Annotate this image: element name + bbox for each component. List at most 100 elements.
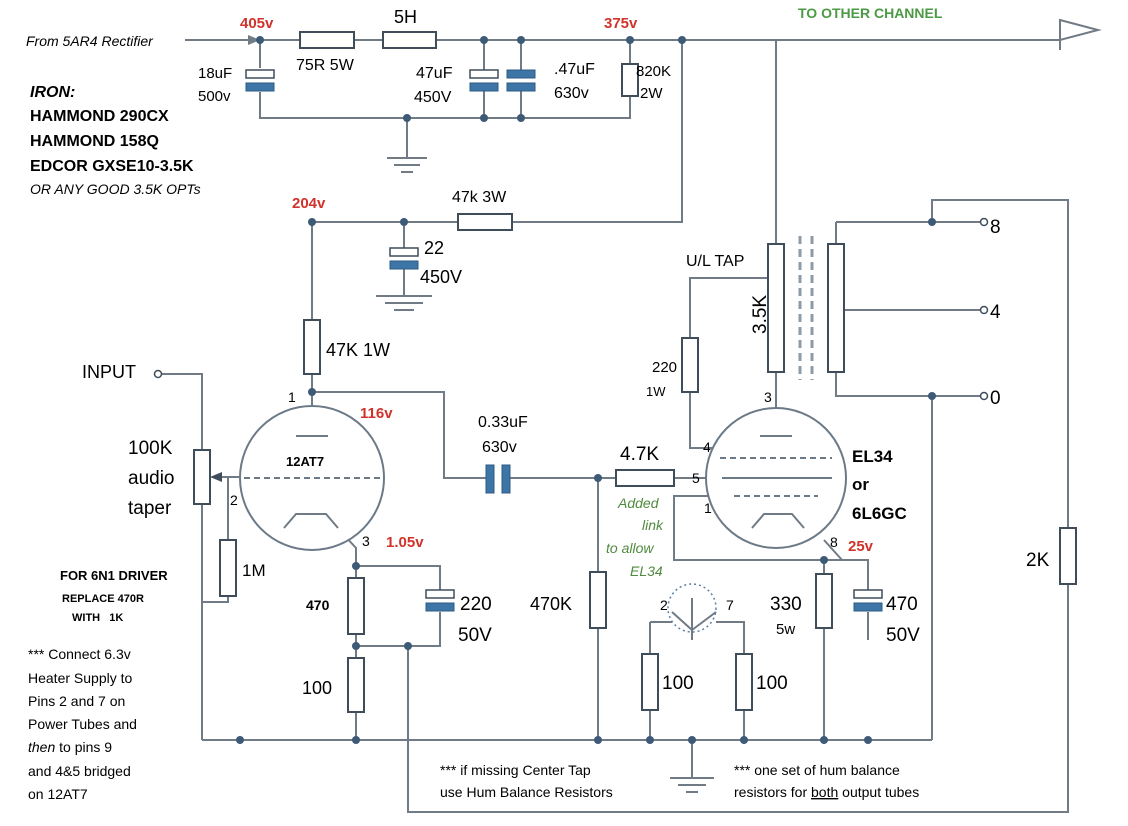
r47k-1w-label: 47K 1W	[326, 340, 390, 360]
resistor-100-cath	[347, 657, 365, 713]
voltage-1v05-label: 1.05v	[386, 534, 424, 551]
c18-value: 18uF	[198, 65, 232, 82]
r75-label: 75R 5W	[296, 57, 355, 74]
c220-voltage: 50V	[458, 625, 492, 646]
pot-100k	[193, 449, 211, 505]
voltage-116-label: 116v	[360, 405, 393, 422]
c47-voltage: 450V	[414, 89, 452, 106]
heater-note-line: on 12AT7	[28, 786, 88, 802]
hum-note-line: *** if missing Center Tap	[440, 762, 591, 778]
resistor-820k	[621, 63, 639, 97]
hum-r1-label: 100	[662, 673, 694, 694]
ground-icon	[376, 157, 714, 793]
set-note-line: resistors for both output tubes	[734, 784, 919, 800]
coupling-cap-voltage: 630v	[482, 439, 517, 456]
hum-note-line: use Hum Balance Resistors	[440, 784, 613, 800]
r330-value: 330	[770, 594, 802, 615]
input-label: INPUT	[82, 362, 136, 382]
pin-label: 4	[703, 439, 711, 455]
pot-label-2: audio	[128, 468, 175, 489]
c47-value: 47uF	[416, 65, 453, 82]
voltage-25-label: 25v	[848, 538, 874, 555]
resistor-75r	[299, 31, 355, 49]
note-6n1-line: WITH 1K	[72, 612, 123, 624]
set-note-line: *** one set of hum balance	[734, 762, 900, 778]
link-note-line: to allow	[606, 540, 654, 556]
opt-impedance-label: 3.5K	[750, 295, 771, 334]
r100-cath-label: 100	[302, 678, 332, 698]
resistor-1m	[219, 539, 237, 597]
voltage-204-label: 204v	[292, 195, 326, 212]
choke-label: 5H	[394, 7, 417, 27]
other-channel-label: TO OTHER CHANNEL	[798, 5, 943, 21]
pin-label: 3	[362, 533, 370, 549]
pin-label: 3	[764, 389, 772, 405]
rectifier-source-label: From 5AR4 Rectifier	[26, 33, 154, 49]
tube-or-label: or	[852, 475, 869, 494]
junctions	[236, 36, 936, 744]
pin-label: 8	[830, 534, 838, 550]
tap-4-label: 4	[990, 302, 1001, 323]
r470k-label: 470K	[530, 594, 572, 614]
r330-watt: 5w	[776, 621, 795, 638]
tap-0-label: 0	[990, 388, 1001, 409]
heater-note-line: *** Connect 6.3v	[28, 646, 131, 662]
ul-tap-label: U/L TAP	[686, 253, 744, 270]
iron-note: OR ANY GOOD 3.5K OPTs	[30, 181, 201, 197]
c470-value: 470	[886, 594, 918, 615]
note-6n1-line: FOR 6N1 DRIVER	[60, 568, 168, 583]
heater-note-line: Pins 2 and 7 on	[28, 693, 125, 709]
resistor-220-screen	[681, 337, 699, 393]
resistor-100-hum-b	[735, 653, 753, 711]
tube-12at7	[239, 405, 385, 551]
voltage-405-label: 405v	[240, 15, 274, 32]
resistor-330	[815, 573, 833, 629]
tube-6l6gc-label: 6L6GC	[852, 504, 907, 523]
resistor-470k	[589, 571, 607, 629]
c22-value: 22	[424, 238, 444, 258]
pot-wiper-icon	[210, 472, 222, 482]
resistor-4k7	[615, 469, 675, 487]
iron-title: IRON:	[30, 84, 75, 101]
c18-voltage: 500v	[198, 88, 231, 105]
hum-r2-label: 100	[756, 673, 788, 694]
r1m-label: 1M	[242, 561, 266, 580]
pot-label-1: 100K	[128, 438, 173, 459]
iron-item-3: EDCOR GXSE10-3.5K	[30, 158, 194, 175]
pot-label-3: taper	[128, 498, 172, 519]
c047-voltage: 630v	[554, 85, 589, 102]
r47k-3w-label: 47k 3W	[452, 189, 507, 206]
resistor-470	[347, 577, 365, 635]
transformer-core	[798, 236, 814, 380]
opt-secondary	[827, 243, 845, 373]
capacitors	[245, 69, 883, 612]
pin-label: 2	[230, 492, 238, 508]
heater-note-line: then to pins 9	[28, 739, 112, 755]
r220-screen-value: 220	[652, 359, 677, 376]
pin-label: 2	[660, 597, 668, 613]
pin-label: 7	[726, 597, 734, 613]
pin-label: 5	[692, 470, 700, 486]
link-note-line: EL34	[630, 563, 663, 579]
tube-12at7-label: 12AT7	[286, 454, 324, 469]
resistors	[193, 31, 1077, 713]
r4k7-label: 4.7K	[620, 444, 659, 465]
choke-5h	[382, 31, 437, 49]
iron-item-2: HAMMOND 158Q	[30, 133, 159, 150]
r2k-label: 2K	[1026, 550, 1050, 571]
resistor-2k	[1059, 527, 1077, 585]
c220-value: 220	[460, 594, 492, 615]
pin-label: 1	[288, 389, 296, 405]
r820-value: 820K	[636, 63, 671, 80]
iron-item-1: HAMMOND 290CX	[30, 108, 169, 125]
c22-voltage: 450V	[420, 267, 462, 287]
note-6n1-line: REPLACE 470R	[62, 593, 144, 605]
tap-8-label: 8	[990, 217, 1001, 238]
link-note-line: link	[642, 517, 664, 533]
tube-el34-label: EL34	[852, 447, 893, 466]
resistor-47k-1w	[303, 319, 321, 375]
link-note-line: Added	[617, 495, 660, 511]
c470-voltage: 50V	[886, 625, 920, 646]
r470-label: 470	[306, 597, 330, 613]
